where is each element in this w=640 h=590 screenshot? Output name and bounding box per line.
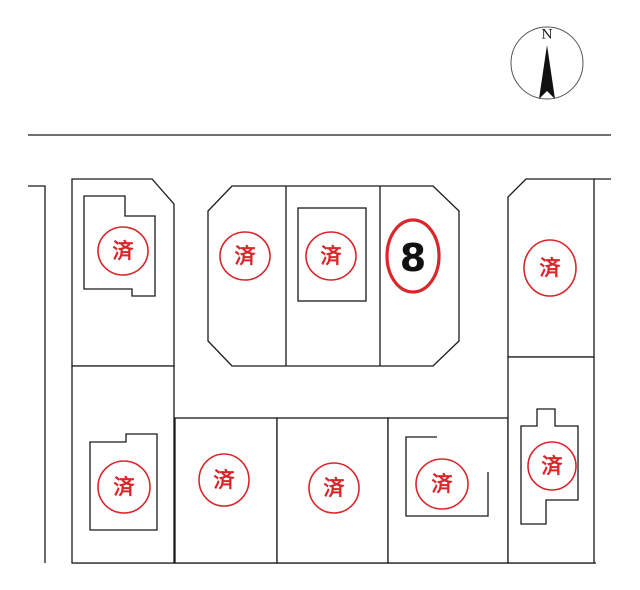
- sold-marker-se-1: 済: [527, 441, 577, 491]
- house-outline-se: [520, 408, 579, 525]
- sold-label: 済: [542, 454, 564, 478]
- sold-marker-south-2: 済: [308, 462, 360, 514]
- sold-marker-south-1: 済: [198, 453, 250, 507]
- sold-marker-north-1: 済: [219, 231, 271, 281]
- sold-marker-north-2: 済: [305, 231, 357, 281]
- house-outline-north-2: [297, 207, 367, 302]
- north-arrow-icon: [539, 45, 555, 99]
- compass: N: [510, 26, 584, 100]
- sold-marker-nw-1: 済: [97, 226, 149, 276]
- house-outline-sw: [89, 433, 158, 531]
- lot-8-marker[interactable]: 8: [385, 218, 441, 294]
- sold-marker-south-3: 済: [415, 458, 469, 510]
- house-outline-south-3: [405, 436, 489, 517]
- sold-label: 済: [235, 244, 257, 268]
- sold-marker-sw-1: 済: [97, 460, 151, 514]
- sold-label: 済: [321, 244, 343, 268]
- sold-label: 済: [113, 239, 135, 263]
- house-outline-nw: [83, 195, 156, 297]
- sold-label: 済: [540, 256, 562, 280]
- sold-label: 済: [324, 476, 346, 500]
- sold-label: 済: [114, 475, 136, 499]
- sold-label: 済: [432, 472, 454, 496]
- sold-label: 済: [214, 468, 236, 492]
- sold-marker-ne-1: 済: [523, 239, 577, 297]
- road-line-west: [28, 185, 46, 563]
- compass-north-label: N: [541, 28, 552, 43]
- lot-8-label: 8: [400, 236, 426, 280]
